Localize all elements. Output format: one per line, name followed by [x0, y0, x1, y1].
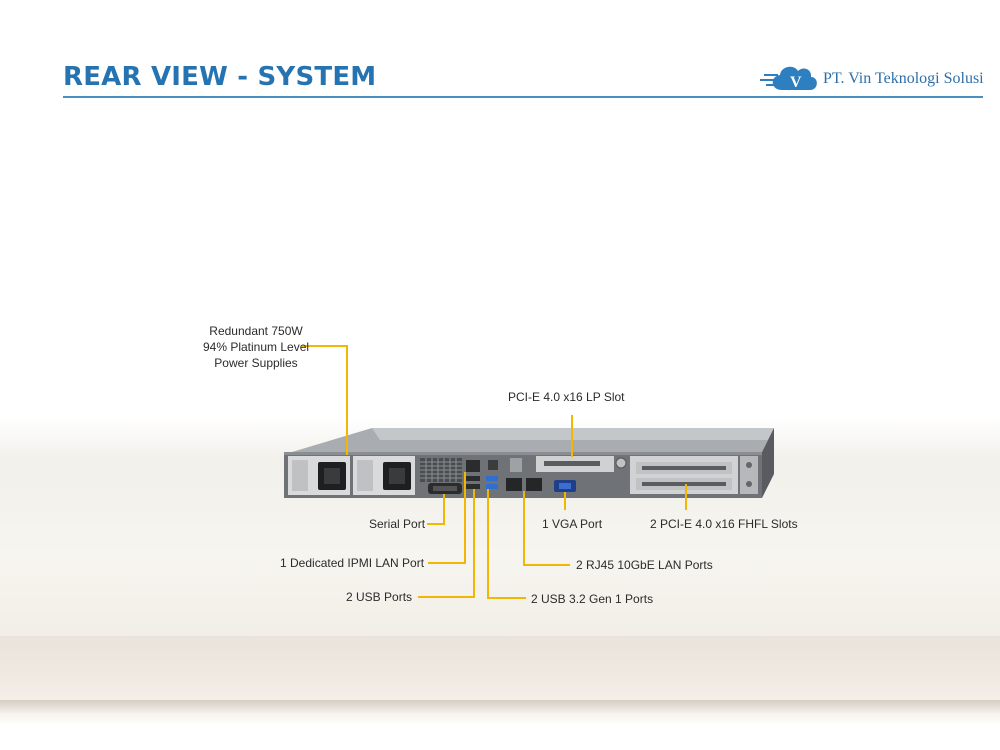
power-supply-2	[353, 456, 415, 495]
ipmi-callout: 1 Dedicated IPMI LAN Port	[280, 556, 425, 570]
floor-shadow	[0, 700, 1000, 714]
ipmi-lan-port-icon	[466, 460, 480, 472]
psu-callout-line-2: 94% Platinum Level	[202, 340, 310, 354]
usb32-callout: 2 USB 3.2 Gen 1 Ports	[531, 592, 654, 606]
usb-port-icon	[466, 484, 480, 489]
company-name: PT. Vin Teknologi Solusi	[823, 70, 984, 87]
pcie-fhfl-slots	[630, 456, 738, 494]
psu-callout: Redundant 750W 94% Platinum Level Power …	[198, 323, 314, 371]
cloud-logo-icon: V	[760, 66, 817, 91]
usb32-callout-line	[487, 489, 526, 599]
rj45-port-icon	[526, 478, 542, 491]
serial-callout: Serial Port	[369, 517, 426, 531]
usb3-port-icon	[486, 476, 498, 481]
usb-port-icon	[466, 476, 480, 481]
power-supply-1	[288, 456, 350, 495]
ipmi-callout-line	[428, 472, 466, 564]
usb3-port-icon	[486, 484, 498, 489]
logo-letter: V	[790, 74, 802, 91]
vga-callout: 1 VGA Port	[542, 517, 603, 531]
rj45-callout-line	[523, 491, 570, 566]
company-logo: V	[760, 66, 817, 91]
rj45-port-icon	[506, 478, 522, 491]
rj45-callout: 2 RJ45 10GbE LAN Ports	[576, 558, 713, 572]
usb-callout-line	[418, 489, 475, 598]
usb-callout: 2 USB Ports	[346, 590, 413, 604]
psu-callout-line	[302, 345, 348, 455]
pcie-fhfl-callout: 2 PCI-E 4.0 x16 FHFL Slots	[650, 517, 798, 531]
serial-callout-line	[427, 494, 445, 525]
psu-callout-line-3: Power Supplies	[214, 356, 298, 370]
title-underline	[63, 96, 983, 98]
psu-callout-line-1: Redundant 750W	[209, 324, 303, 338]
vent-grid	[420, 458, 462, 482]
page-title: REAR VIEW - SYSTEM	[63, 62, 377, 92]
pcie-lp-callout: PCI-E 4.0 x16 LP Slot	[508, 390, 625, 404]
